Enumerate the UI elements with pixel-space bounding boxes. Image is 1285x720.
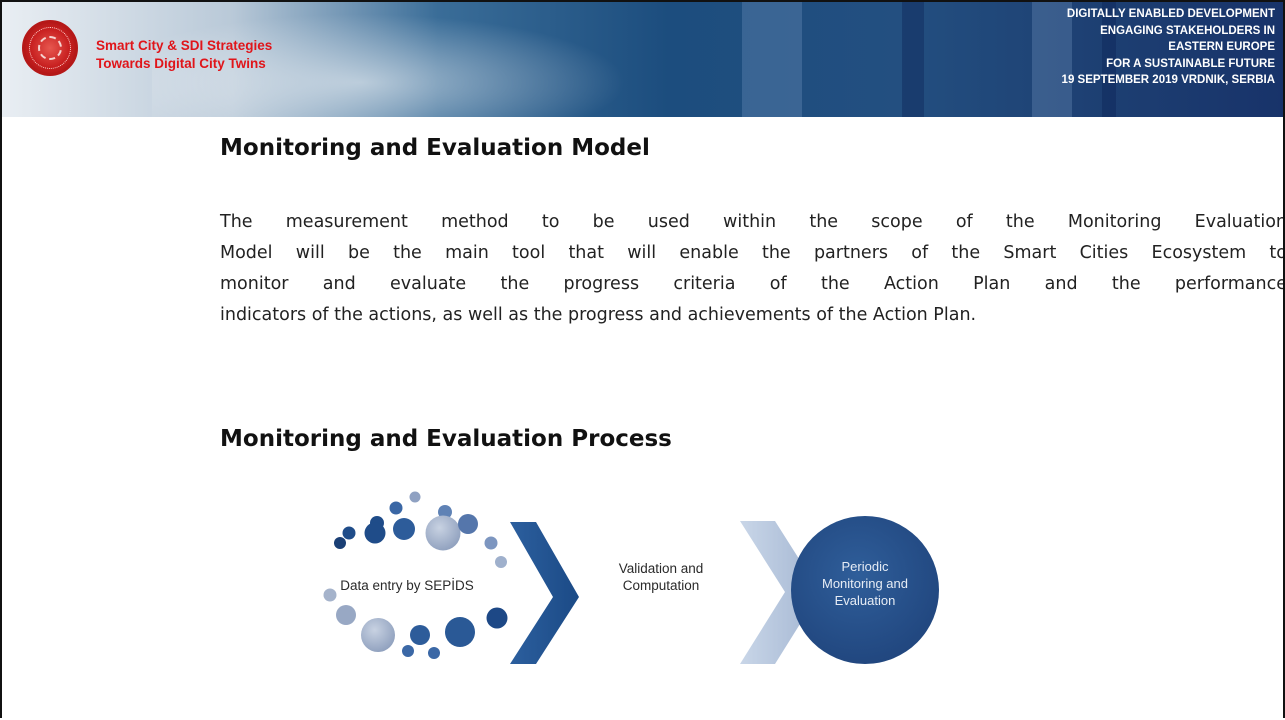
process-heading: Monitoring and Evaluation Process xyxy=(220,426,672,452)
cycle-dot xyxy=(458,514,478,534)
chevron-arrow-2 xyxy=(740,521,820,664)
cycle-dot xyxy=(370,516,384,530)
cycle-dot xyxy=(428,647,440,659)
conference-line: DIGITALLY ENABLED DEVELOPMENT xyxy=(1066,8,1275,20)
model-heading: Monitoring and Evaluation Model xyxy=(220,135,650,161)
cycle-dot xyxy=(410,625,430,645)
periodic-monitoring-circle xyxy=(791,516,939,664)
brand-line-1: Smart City & SDI Strategies xyxy=(96,38,273,53)
cycle-dot xyxy=(495,556,507,568)
brand-line-2: Towards Digital City Twins xyxy=(96,56,266,71)
cycle-dot xyxy=(323,588,337,602)
chevron-arrow-1 xyxy=(510,522,579,664)
cycle-dot xyxy=(438,505,452,519)
cycle-dot xyxy=(484,536,498,550)
cycle-dot xyxy=(334,537,346,549)
cycle-dot xyxy=(364,522,386,544)
paragraph-line: Model will be the main tool that will en… xyxy=(220,243,1285,263)
cycle-dot xyxy=(402,645,414,657)
step-label-validation-line: Validation and xyxy=(619,561,704,576)
conference-line: 19 SEPTEMBER 2019 VRDNIK, SERBIA xyxy=(1061,74,1275,86)
step-label-periodic-line: Evaluation xyxy=(835,593,896,608)
cycle-dot xyxy=(409,491,421,503)
step-label-periodic-line: Monitoring and xyxy=(822,576,908,591)
model-paragraph: The measurement method to be used within… xyxy=(220,207,1285,331)
conference-info: DIGITALLY ENABLED DEVELOPMENT ENGAGING S… xyxy=(1062,6,1275,89)
conference-line: FOR A SUSTAINABLE FUTURE xyxy=(1106,57,1275,70)
conference-line: EASTERN EUROPE xyxy=(1168,41,1275,53)
cycle-dot xyxy=(393,518,415,540)
paragraph-line: indicators of the actions, as well as th… xyxy=(220,305,977,325)
cycle-dot xyxy=(361,618,395,652)
header-banner: Smart City & SDI Strategies Towards Digi… xyxy=(2,2,1283,117)
step-label-validation-line: Computation xyxy=(623,578,700,593)
municipality-seal-logo xyxy=(22,20,78,76)
cycle-dot xyxy=(425,515,461,551)
step-label-periodic-line: Periodic xyxy=(842,559,889,574)
step-label-data-entry: Data entry by SEPİDS xyxy=(340,578,474,593)
dot-cycle xyxy=(323,491,508,659)
conference-line: ENGAGING STAKEHOLDERS IN xyxy=(1100,24,1275,37)
paragraph-line: monitor and evaluate the progress criter… xyxy=(220,274,1285,294)
cycle-dot xyxy=(445,617,475,647)
cycle-dot xyxy=(486,607,508,629)
cycle-dot xyxy=(336,605,356,625)
paragraph-line: The measurement method to be used within… xyxy=(220,212,1285,232)
cycle-dot xyxy=(389,501,403,515)
cycle-dot xyxy=(342,526,356,540)
